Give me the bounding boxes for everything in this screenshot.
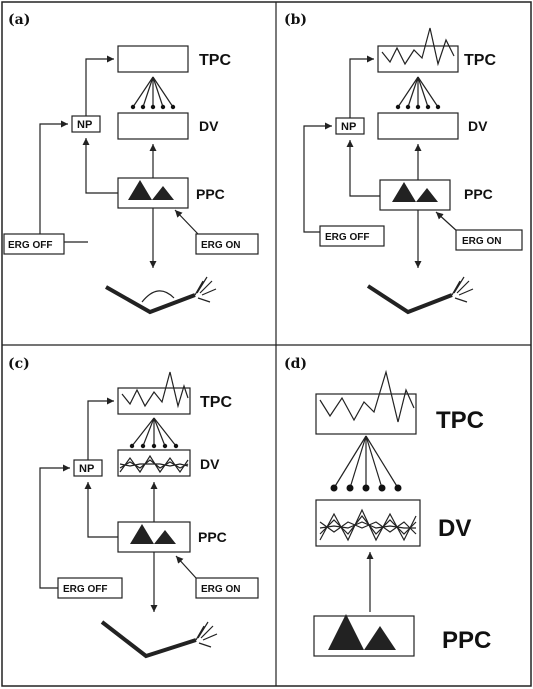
panel-a-arrow-ergoff-np <box>40 124 88 242</box>
panel-c-fan <box>130 418 178 448</box>
panel-c-dv-label: DV <box>200 456 220 472</box>
panel-a-arrow-ergon-ppc <box>175 210 198 234</box>
panel-b-tpc-box <box>378 46 458 72</box>
panel-c-np-label: NP <box>79 463 94 475</box>
panel-c-label: (c) <box>8 356 30 372</box>
panel-b-label: (b) <box>284 12 307 28</box>
panel-b-fan <box>396 77 440 109</box>
panel-d-tpc-label: TPC <box>436 407 484 434</box>
panel-c-ppc-box <box>118 522 190 552</box>
panel-a-erg-off-label: ERG OFF <box>8 240 52 251</box>
panel-c-tpc-label: TPC <box>200 394 232 411</box>
panel-b: (b) TPC DV PPC NP ERG O <box>284 12 522 312</box>
panel-b-tpc-label: TPC <box>464 52 496 69</box>
panel-a-ppc-box <box>118 178 188 208</box>
panel-b-dv-box <box>378 113 458 139</box>
panel-a-arrow-np-tpc <box>86 59 114 116</box>
panel-b-arrow-ergon-ppc <box>436 212 458 232</box>
panel-a-arm-drawing <box>106 277 216 312</box>
panel-a-ppc-label: PPC <box>196 186 225 202</box>
panel-d-ppc-label: PPC <box>442 627 491 654</box>
panel-c-erg-on-label: ERG ON <box>201 584 240 595</box>
panel-c-arrow-ergoff-np <box>40 468 70 588</box>
panel-c-arm-drawing <box>102 622 217 656</box>
panel-b-arrow-ergoff-np <box>304 126 334 232</box>
panel-a-dv-box <box>118 113 188 139</box>
panel-c: (c) TPC DV PPC NP <box>8 356 258 656</box>
panel-b-ppc-label: PPC <box>464 186 493 202</box>
panel-d: (d) TPC DV PPC <box>284 356 491 656</box>
panel-b-erg-off-label: ERG OFF <box>325 232 369 243</box>
panel-c-ppc-label: PPC <box>198 529 227 545</box>
panel-b-erg-on-label: ERG ON <box>462 236 501 247</box>
panel-a-fan <box>131 77 175 109</box>
panel-b-np-label: NP <box>341 121 356 133</box>
panel-b-arm-drawing <box>368 277 473 312</box>
panel-b-dv-label: DV <box>468 118 488 134</box>
panel-a-tpc-box <box>118 46 188 72</box>
panel-c-erg-off-label: ERG OFF <box>63 584 107 595</box>
panel-a-np-label: NP <box>77 119 92 131</box>
panel-b-ppc-box <box>380 180 450 210</box>
panel-d-dv-label: DV <box>438 515 471 542</box>
panel-b-arrow-ppc-np <box>350 140 380 196</box>
panel-a: (a) TPC DV PPC NP ERG OFF <box>4 12 258 312</box>
panel-a-label: (a) <box>8 12 30 28</box>
panel-c-arrow-ergon-ppc <box>176 556 196 578</box>
panel-a-tpc-label: TPC <box>199 52 231 69</box>
panel-a-dv-label: DV <box>199 118 219 134</box>
panel-d-label: (d) <box>284 356 307 372</box>
panel-b-arrow-np-tpc <box>350 59 374 118</box>
panel-a-erg-on-label: ERG ON <box>201 240 240 251</box>
panel-d-fan <box>331 436 402 492</box>
panel-c-arrow-ppc-np <box>88 482 118 537</box>
panel-a-arrow-ppc-np <box>86 138 118 193</box>
panel-c-arrow-np-tpc <box>88 401 114 460</box>
